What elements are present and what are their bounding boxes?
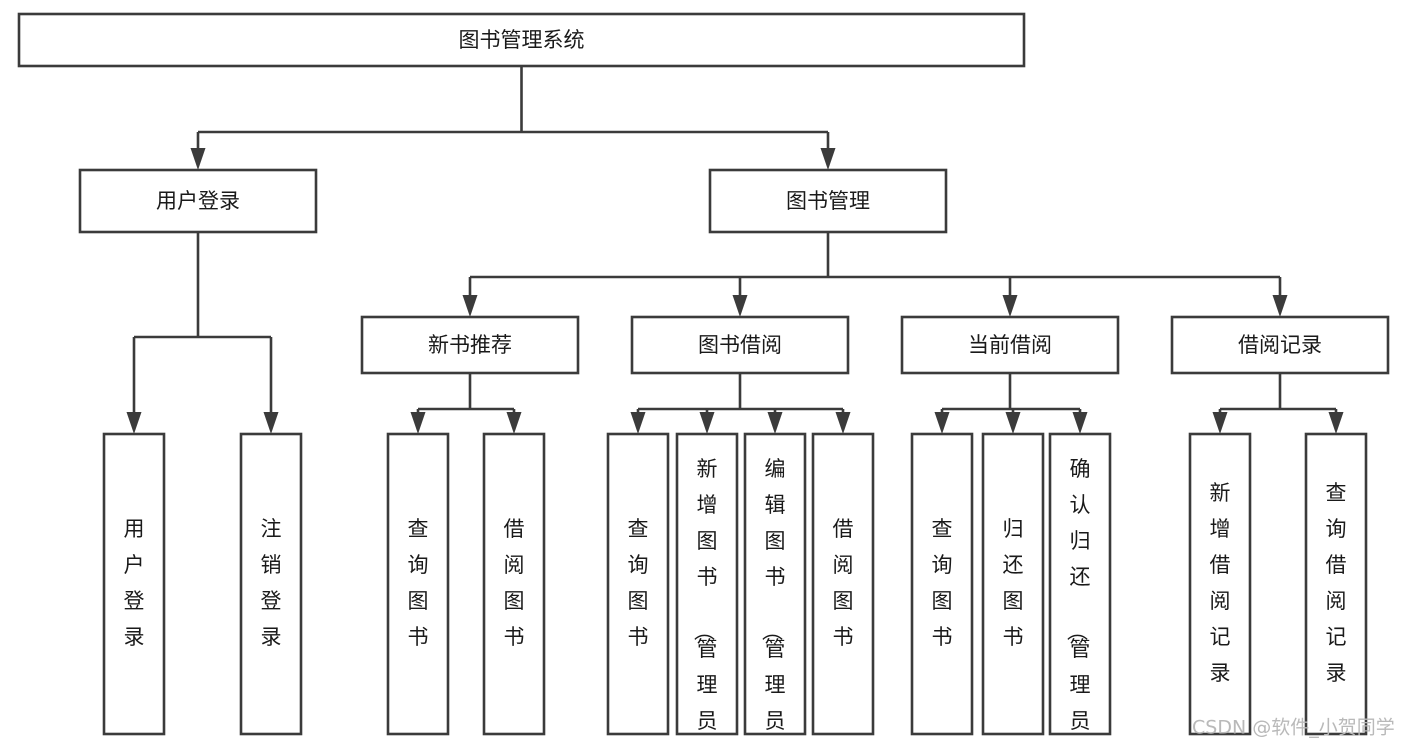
- node-leaf-bk-borrow[interactable]: 借阅图书: [811, 432, 875, 736]
- node-box-history[interactable]: [1170, 315, 1390, 375]
- arrow-head-login: [190, 148, 206, 170]
- arrow-head-leaf-cur-confirm: [1072, 412, 1088, 434]
- node-box-login[interactable]: [78, 168, 318, 234]
- node-box-leaf-bk-add[interactable]: [675, 432, 739, 736]
- node-leaf-cur-query[interactable]: 查询图书: [910, 432, 974, 736]
- node-label-leaf-new-borrow: 借阅图书: [504, 517, 525, 649]
- node-box-borrow[interactable]: [630, 315, 850, 375]
- node-box-leaf-user-logout[interactable]: [239, 432, 303, 736]
- node-box-leaf-user-login[interactable]: [102, 432, 166, 736]
- node-box-bookmgmt[interactable]: [708, 168, 948, 234]
- node-box-leaf-bk-query[interactable]: [606, 432, 670, 736]
- arrow-head-newrec: [462, 295, 478, 317]
- node-box-newrec[interactable]: [360, 315, 580, 375]
- node-label-login: 用户登录: [156, 189, 240, 213]
- node-newrec[interactable]: 新书推荐: [360, 315, 580, 375]
- arrow-head-leaf-new-query: [410, 412, 426, 434]
- node-box-current[interactable]: [900, 315, 1120, 375]
- arrow-head-leaf-bk-borrow: [835, 412, 851, 434]
- node-label-leaf-bk-borrow: 借阅图书: [833, 517, 854, 649]
- node-layer: 图书管理系统用户登录图书管理新书推荐图书借阅当前借阅借阅记录用户登录注销登录查询…: [17, 12, 1390, 747]
- arrow-head-leaf-cur-query: [934, 412, 950, 434]
- node-leaf-cur-return[interactable]: 归还图书: [981, 432, 1045, 736]
- csdn-watermark: CSDN @软件_小贺同学: [1192, 717, 1395, 739]
- node-label-borrow: 图书借阅: [698, 333, 782, 357]
- connector-layer: [126, 66, 1344, 434]
- node-box-leaf-cur-query[interactable]: [910, 432, 974, 736]
- arrow-head-borrow: [732, 295, 748, 317]
- node-label-current: 当前借阅: [968, 333, 1052, 357]
- node-leaf-new-query[interactable]: 查询图书: [386, 432, 450, 736]
- node-root[interactable]: 图书管理系统: [17, 12, 1026, 68]
- connector-group-history: [1212, 373, 1344, 434]
- node-label-leaf-his-query: 查询借阅记录: [1326, 481, 1347, 685]
- node-label-newrec: 新书推荐: [428, 333, 512, 357]
- node-label-leaf-user-logout: 注销登录: [261, 517, 282, 649]
- arrow-head-leaf-user-login: [126, 412, 142, 434]
- arrow-head-history: [1272, 295, 1288, 317]
- node-box-leaf-bk-edit[interactable]: [743, 432, 807, 736]
- node-borrow[interactable]: 图书借阅: [630, 315, 850, 375]
- node-current[interactable]: 当前借阅: [900, 315, 1120, 375]
- node-leaf-new-borrow[interactable]: 借阅图书: [482, 432, 546, 736]
- connector-group-bookmgmt: [462, 232, 1288, 317]
- node-label-bookmgmt: 图书管理: [786, 189, 870, 213]
- arrow-head-leaf-new-borrow: [506, 412, 522, 434]
- node-leaf-user-logout[interactable]: 注销登录: [239, 432, 303, 736]
- arrow-head-leaf-bk-query: [630, 412, 646, 434]
- arrow-head-leaf-user-logout: [263, 412, 279, 434]
- node-login[interactable]: 用户登录: [78, 168, 318, 234]
- node-box-root[interactable]: [17, 12, 1026, 68]
- arrow-head-bookmgmt: [820, 148, 836, 170]
- arrow-head-leaf-bk-add: [699, 412, 715, 434]
- node-leaf-cur-confirm[interactable]: 确认归还（管理员）: [1048, 432, 1112, 747]
- node-label-leaf-cur-return: 归还图书: [1003, 517, 1024, 649]
- node-label-leaf-cur-confirm: 确认归还（管理员）: [1065, 457, 1091, 747]
- arrow-head-leaf-bk-edit: [767, 412, 783, 434]
- node-box-leaf-new-borrow[interactable]: [482, 432, 546, 736]
- node-label-leaf-new-query: 查询图书: [408, 517, 429, 649]
- node-box-leaf-new-query[interactable]: [386, 432, 450, 736]
- node-leaf-his-add[interactable]: 新增借阅记录: [1188, 432, 1252, 736]
- node-box-leaf-bk-borrow[interactable]: [811, 432, 875, 736]
- node-leaf-his-query[interactable]: 查询借阅记录: [1304, 432, 1368, 736]
- connector-group-newrec: [410, 373, 522, 434]
- node-leaf-bk-edit[interactable]: 编辑图书（管理员）: [743, 432, 807, 747]
- node-label-history: 借阅记录: [1238, 333, 1322, 357]
- node-leaf-bk-query[interactable]: 查询图书: [606, 432, 670, 736]
- arrow-head-current: [1002, 295, 1018, 317]
- connector-group-borrow: [630, 373, 851, 434]
- arrow-head-leaf-his-add: [1212, 412, 1228, 434]
- node-label-leaf-user-login: 用户登录: [124, 517, 145, 649]
- node-label-leaf-bk-edit: 编辑图书（管理员）: [760, 457, 786, 747]
- node-bookmgmt[interactable]: 图书管理: [708, 168, 948, 234]
- node-label-leaf-cur-query: 查询图书: [932, 517, 953, 649]
- node-history[interactable]: 借阅记录: [1170, 315, 1390, 375]
- node-box-leaf-cur-confirm[interactable]: [1048, 432, 1112, 736]
- connector-group-login: [126, 232, 279, 434]
- node-label-leaf-his-add: 新增借阅记录: [1210, 481, 1231, 685]
- node-box-leaf-cur-return[interactable]: [981, 432, 1045, 736]
- node-box-leaf-his-add[interactable]: [1188, 432, 1252, 736]
- node-leaf-bk-add[interactable]: 新增图书（管理员）: [675, 432, 739, 747]
- connector-group-root: [190, 66, 836, 170]
- node-label-leaf-bk-query: 查询图书: [628, 517, 649, 649]
- arrow-head-leaf-cur-return: [1005, 412, 1021, 434]
- connector-group-current: [934, 373, 1088, 434]
- node-label-leaf-bk-add: 新增图书（管理员）: [692, 457, 718, 747]
- node-label-root: 图书管理系统: [459, 28, 585, 52]
- node-leaf-user-login[interactable]: 用户登录: [102, 432, 166, 736]
- arrow-head-leaf-his-query: [1328, 412, 1344, 434]
- node-box-leaf-his-query[interactable]: [1304, 432, 1368, 736]
